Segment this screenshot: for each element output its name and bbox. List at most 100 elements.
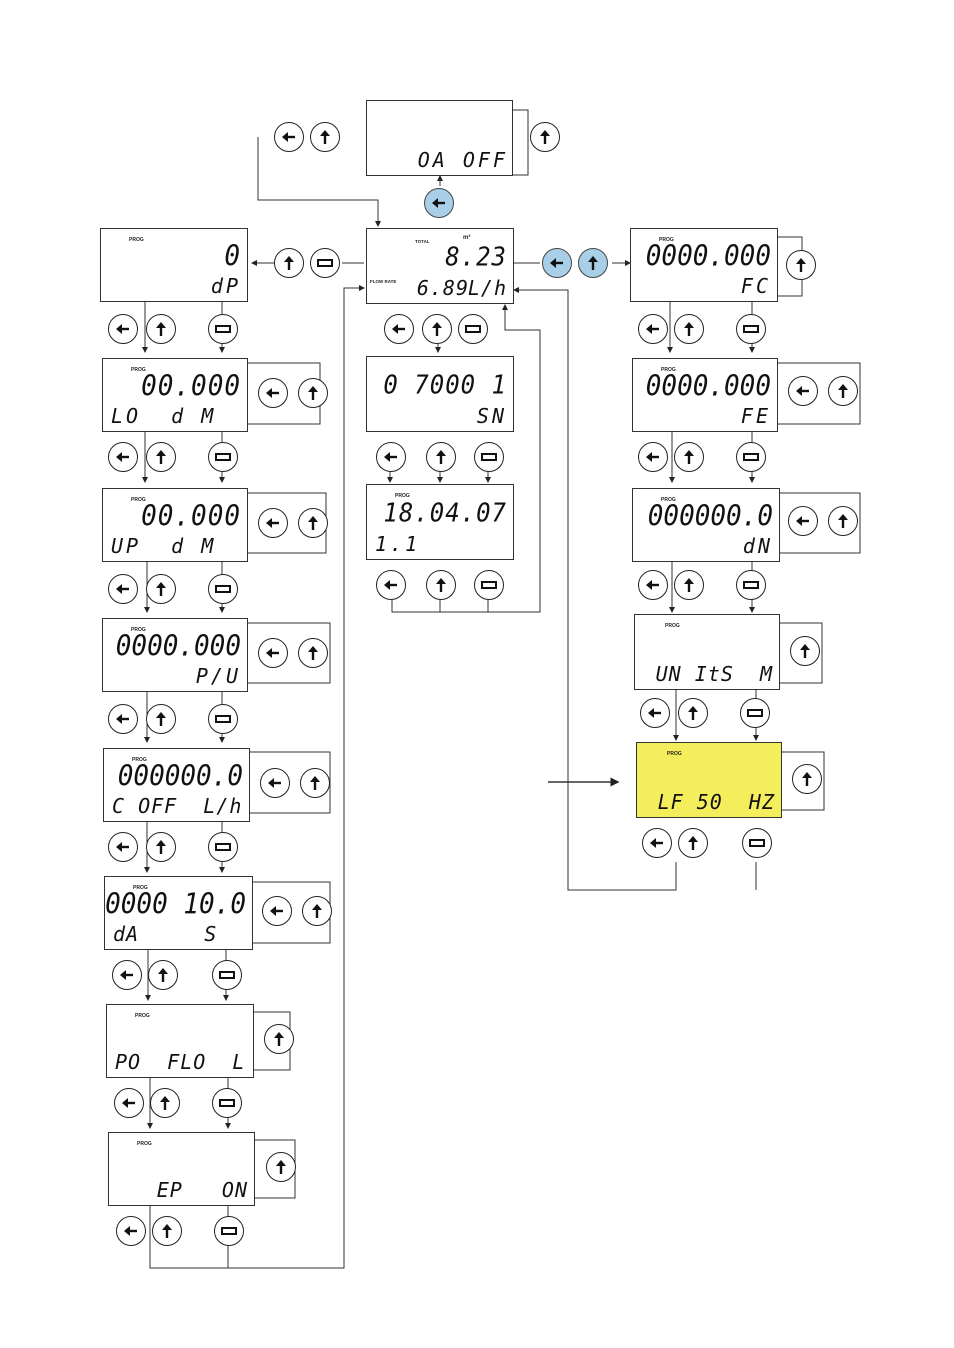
- enter-rect-icon: [747, 833, 767, 853]
- up-button[interactable]: [828, 506, 858, 536]
- enter-button[interactable]: [458, 314, 488, 344]
- up-button[interactable]: [264, 1024, 294, 1054]
- unit-label: m³: [463, 235, 471, 241]
- up-button[interactable]: [790, 636, 820, 666]
- rate-value: 6.89: [416, 276, 469, 300]
- up-button[interactable]: [422, 314, 452, 344]
- enter-button[interactable]: [208, 832, 238, 862]
- enter-button[interactable]: [736, 314, 766, 344]
- prog-label: PROG: [395, 493, 410, 499]
- up-button[interactable]: [426, 442, 456, 472]
- up-button[interactable]: [150, 1088, 180, 1118]
- up-button[interactable]: [146, 314, 176, 344]
- enter-rect-icon: [741, 447, 761, 467]
- up-button[interactable]: [678, 828, 708, 858]
- enter-button[interactable]: [736, 570, 766, 600]
- up-arrow-icon: [833, 511, 853, 531]
- enter-button[interactable]: [208, 704, 238, 734]
- left-button[interactable]: [114, 1088, 144, 1118]
- up-arrow-icon: [157, 1221, 177, 1241]
- up-button[interactable]: [828, 376, 858, 406]
- left-button[interactable]: [638, 314, 668, 344]
- enter-button[interactable]: [474, 442, 504, 472]
- left-button[interactable]: [116, 1216, 146, 1246]
- up-button[interactable]: [578, 248, 608, 278]
- enter-button[interactable]: [742, 828, 772, 858]
- lcd-dp-code: dP: [210, 274, 241, 298]
- left-button[interactable]: [108, 442, 138, 472]
- enter-button[interactable]: [474, 570, 504, 600]
- lcd-date: PROG 18.04.07 1.1: [366, 484, 514, 560]
- up-button[interactable]: [786, 250, 816, 280]
- up-button[interactable]: [266, 1152, 296, 1182]
- left-button[interactable]: [260, 768, 290, 798]
- left-button[interactable]: [258, 508, 288, 538]
- up-button[interactable]: [300, 768, 330, 798]
- left-button[interactable]: [108, 704, 138, 734]
- enter-button[interactable]: [310, 248, 340, 278]
- up-button[interactable]: [274, 248, 304, 278]
- up-button[interactable]: [146, 704, 176, 734]
- up-button[interactable]: [146, 574, 176, 604]
- lcd-fc-value: 0000.000: [645, 240, 771, 274]
- lcd-dn-code: dN: [742, 534, 773, 558]
- left-button[interactable]: [542, 248, 572, 278]
- enter-button[interactable]: [208, 442, 238, 472]
- up-button[interactable]: [298, 508, 328, 538]
- up-button[interactable]: [148, 960, 178, 990]
- left-button[interactable]: [258, 378, 288, 408]
- left-button[interactable]: [788, 376, 818, 406]
- left-button[interactable]: [640, 698, 670, 728]
- up-arrow-icon: [683, 703, 703, 723]
- left-button[interactable]: [262, 896, 292, 926]
- up-button[interactable]: [674, 570, 704, 600]
- enter-button[interactable]: [214, 1216, 244, 1246]
- lcd-coff: PROG 000000.0 C OFF L/h: [103, 748, 250, 822]
- left-button[interactable]: [638, 570, 668, 600]
- left-button[interactable]: [384, 314, 414, 344]
- left-arrow-icon: [429, 193, 449, 213]
- left-button[interactable]: [638, 442, 668, 472]
- lcd-fe-value: 0000.000: [645, 370, 771, 404]
- up-button[interactable]: [674, 314, 704, 344]
- left-arrow-icon: [117, 965, 137, 985]
- up-button[interactable]: [310, 122, 340, 152]
- enter-button[interactable]: [212, 960, 242, 990]
- left-arrow-icon: [389, 319, 409, 339]
- enter-button[interactable]: [208, 314, 238, 344]
- left-button[interactable]: [258, 638, 288, 668]
- up-button[interactable]: [530, 122, 560, 152]
- left-button[interactable]: [642, 828, 672, 858]
- left-button[interactable]: [376, 442, 406, 472]
- up-button[interactable]: [298, 638, 328, 668]
- left-button[interactable]: [788, 506, 818, 536]
- left-arrow-icon: [643, 319, 663, 339]
- up-button[interactable]: [146, 832, 176, 862]
- up-button[interactable]: [146, 442, 176, 472]
- prog-label: PROG: [131, 497, 146, 503]
- left-button[interactable]: [424, 188, 454, 218]
- up-arrow-icon: [151, 447, 171, 467]
- up-button[interactable]: [152, 1216, 182, 1246]
- left-button[interactable]: [108, 574, 138, 604]
- left-arrow-icon: [113, 319, 133, 339]
- up-button[interactable]: [678, 698, 708, 728]
- left-button[interactable]: [108, 832, 138, 862]
- left-button[interactable]: [274, 122, 304, 152]
- left-arrow-icon: [793, 511, 813, 531]
- up-button[interactable]: [298, 378, 328, 408]
- up-button[interactable]: [302, 896, 332, 926]
- up-button[interactable]: [674, 442, 704, 472]
- lcd-sn-code: SN: [476, 404, 507, 428]
- enter-button[interactable]: [212, 1088, 242, 1118]
- left-button[interactable]: [376, 570, 406, 600]
- up-arrow-icon: [305, 773, 325, 793]
- left-button[interactable]: [112, 960, 142, 990]
- enter-button[interactable]: [736, 442, 766, 472]
- enter-button[interactable]: [208, 574, 238, 604]
- enter-button[interactable]: [740, 698, 770, 728]
- left-arrow-icon: [121, 1221, 141, 1241]
- up-button[interactable]: [426, 570, 456, 600]
- left-button[interactable]: [108, 314, 138, 344]
- up-button[interactable]: [792, 764, 822, 794]
